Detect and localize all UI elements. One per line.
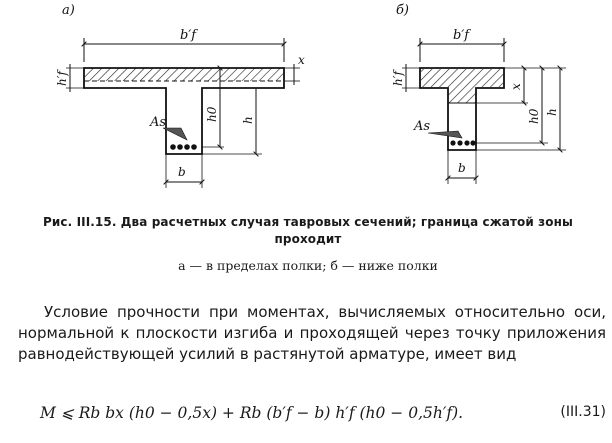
panel-a-label: а): [62, 3, 75, 18]
rebar: [191, 144, 197, 150]
panel-a-reinforcement: [170, 144, 197, 150]
rebar: [470, 140, 476, 146]
rebar: [457, 140, 463, 146]
panel-b-hf-label: h′f: [391, 69, 405, 86]
panel-a-x-label: x: [298, 53, 305, 67]
panel-a-b-label: b: [178, 165, 186, 179]
panel-a-as-leader: [162, 127, 188, 141]
panel-b-compressed-zone: [421, 69, 503, 103]
rebar: [184, 144, 190, 150]
panel-b-reinforcement: [450, 140, 476, 146]
tee-section-figure: а) b′f As h′f: [55, 3, 566, 188]
panel-b-h0-label: h0: [527, 108, 541, 124]
panel-b: б) b′f As h′f: [391, 3, 566, 184]
body-paragraph: Условие прочности при моментах, вычисляе…: [18, 303, 606, 363]
rebar: [464, 140, 470, 146]
strength-formula: M ⩽ Rb bx (h0 − 0,5x) + Rb (b′f − b) h′f…: [40, 404, 464, 422]
panel-b-as-leader: [427, 130, 463, 139]
rebar: [177, 144, 183, 150]
figure-subcaption: а — в пределах полки; б — ниже полки: [178, 258, 438, 273]
panel-a-hf-label: h′f: [55, 69, 69, 86]
formula-row: M ⩽ Rb bx (h0 − 0,5x) + Rb (b′f − b) h′f…: [40, 404, 606, 430]
panel-b-h-label: h: [545, 108, 559, 116]
panel-a-as-label: As: [149, 115, 166, 130]
panel-a-bf-label: b′f: [180, 28, 198, 43]
panel-b-label: б): [396, 3, 409, 18]
equation-number: (III.31): [560, 404, 606, 420]
panel-b-b-label: b: [458, 161, 466, 175]
rebar: [450, 140, 456, 146]
figure-caption: Рис. III.15. Два расчетных случая тавров…: [43, 215, 573, 246]
panel-a: а) b′f As h′f: [55, 3, 305, 188]
panel-b-as-label: As: [413, 119, 430, 134]
panel-b-bf-label: b′f: [453, 28, 471, 43]
rebar: [170, 144, 176, 150]
panel-a-h0-label: h0: [205, 106, 219, 122]
panel-a-h-label: h: [241, 116, 255, 124]
panel-a-compressed-zone: [85, 68, 284, 81]
panel-b-x-label: x: [509, 83, 523, 90]
